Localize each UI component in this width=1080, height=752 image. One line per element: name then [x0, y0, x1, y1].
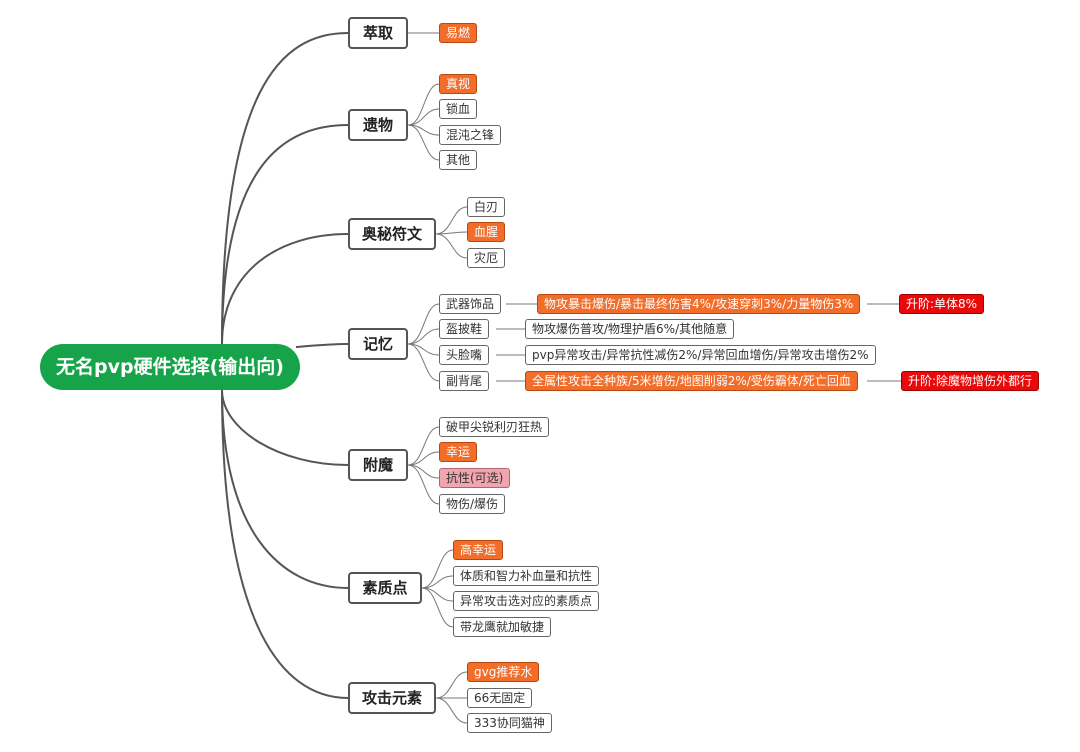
leaf-white-blade[interactable]: 白刃: [467, 197, 506, 217]
leaf-abnormal-attack-stat[interactable]: 异常攻击选对应的素质点: [453, 591, 600, 611]
branch-extraction[interactable]: 萃取: [348, 17, 408, 49]
leaf-weapon-accessories[interactable]: 武器饰品: [439, 294, 502, 314]
root-branch-connector: [221, 389, 349, 466]
branch-relics[interactable]: 遗物: [348, 109, 408, 141]
leaf-connector: [407, 426, 440, 466]
detail-weapon-accessories[interactable]: 物攻暴击爆伤/暴击最终伤害4%/攻速穿刺3%/力量物伤3%: [537, 294, 861, 314]
leaf-dragon-hawk-agility[interactable]: 带龙鹰就加敏捷: [453, 617, 552, 637]
leaf-armor-break-set[interactable]: 破甲尖锐利刃狂热: [439, 417, 550, 437]
leaf-chaos-edge[interactable]: 混沌之锋: [439, 125, 502, 145]
root-branch-connector: [221, 124, 349, 345]
root-topic[interactable]: 无名pvp硬件选择(输出向): [40, 344, 300, 390]
leaf-connector: [407, 83, 440, 126]
leaf-connector: [407, 328, 440, 345]
leaf-connector: [435, 206, 468, 235]
note-upgrade-non-monster[interactable]: 升阶:除魔物增伤外都行: [901, 371, 1040, 391]
leaf-bloody[interactable]: 血腥: [467, 222, 506, 242]
leaf-333-cat-god[interactable]: 333协同猫神: [467, 713, 552, 733]
leaf-lock-blood[interactable]: 锁血: [439, 99, 478, 119]
leaf-connector: [421, 587, 454, 628]
detail-head-face-mouth[interactable]: pvp异常攻击/异常抗性减伤2%/异常回血增伤/异常攻击增伤2%: [525, 345, 876, 365]
leaf-luck[interactable]: 幸运: [439, 442, 478, 462]
root-branch-connector: [221, 32, 349, 345]
detail-offhand-back-tail[interactable]: 全属性攻击全种族/5米增伤/地图削弱2%/受伤霸体/死亡回血: [525, 371, 858, 391]
leaf-connector: [435, 671, 468, 699]
leaf-other[interactable]: 其他: [439, 150, 478, 170]
branch-enchant[interactable]: 附魔: [348, 449, 408, 481]
leaf-head-face-mouth[interactable]: 头脸嘴: [439, 345, 490, 365]
note-upgrade-single-target[interactable]: 升阶:单体8%: [899, 294, 985, 314]
branch-memory[interactable]: 记忆: [348, 328, 408, 360]
leaf-connector: [407, 451, 440, 466]
branch-attack-element[interactable]: 攻击元素: [348, 682, 436, 714]
leaf-connector: [435, 233, 468, 259]
leaf-connector: [407, 108, 440, 126]
leaf-connector: [421, 549, 454, 589]
leaf-connector: [407, 464, 440, 479]
leaf-vit-int[interactable]: 体质和智力补血量和抗性: [453, 566, 600, 586]
branch-arcane-runes[interactable]: 奥秘符文: [348, 218, 436, 250]
leaf-resistance-optional[interactable]: 抗性(可选): [439, 468, 511, 488]
branch-attribute-points[interactable]: 素质点: [348, 572, 422, 604]
leaf-connector: [421, 575, 454, 589]
leaf-gvg-water[interactable]: gvg推荐水: [467, 662, 540, 682]
leaf-connector: [435, 697, 468, 724]
leaf-flammable[interactable]: 易燃: [439, 23, 478, 43]
root-branch-connector: [295, 343, 349, 348]
leaf-connector: [407, 464, 440, 505]
root-branch-connector: [221, 389, 349, 699]
detail-helmet-cape-boots[interactable]: 物攻爆伤普攻/物理护盾6%/其他随意: [525, 319, 735, 339]
leaf-connector: [407, 124, 440, 161]
leaf-calamity[interactable]: 灾厄: [467, 248, 506, 268]
leaf-phys-crit-damage[interactable]: 物伤/爆伤: [439, 494, 506, 514]
leaf-connector: [407, 303, 440, 345]
leaf-connector: [421, 587, 454, 602]
leaf-true-sight[interactable]: 真视: [439, 74, 478, 94]
leaf-helmet-cape-boots[interactable]: 盔披鞋: [439, 319, 490, 339]
root-branch-connector: [221, 233, 349, 345]
leaf-high-luck[interactable]: 高幸运: [453, 540, 504, 560]
leaf-connector: [407, 343, 440, 382]
root-branch-connector: [221, 389, 349, 589]
leaf-66-unfixed[interactable]: 66无固定: [467, 688, 533, 708]
leaf-offhand-back-tail[interactable]: 副背尾: [439, 371, 490, 391]
